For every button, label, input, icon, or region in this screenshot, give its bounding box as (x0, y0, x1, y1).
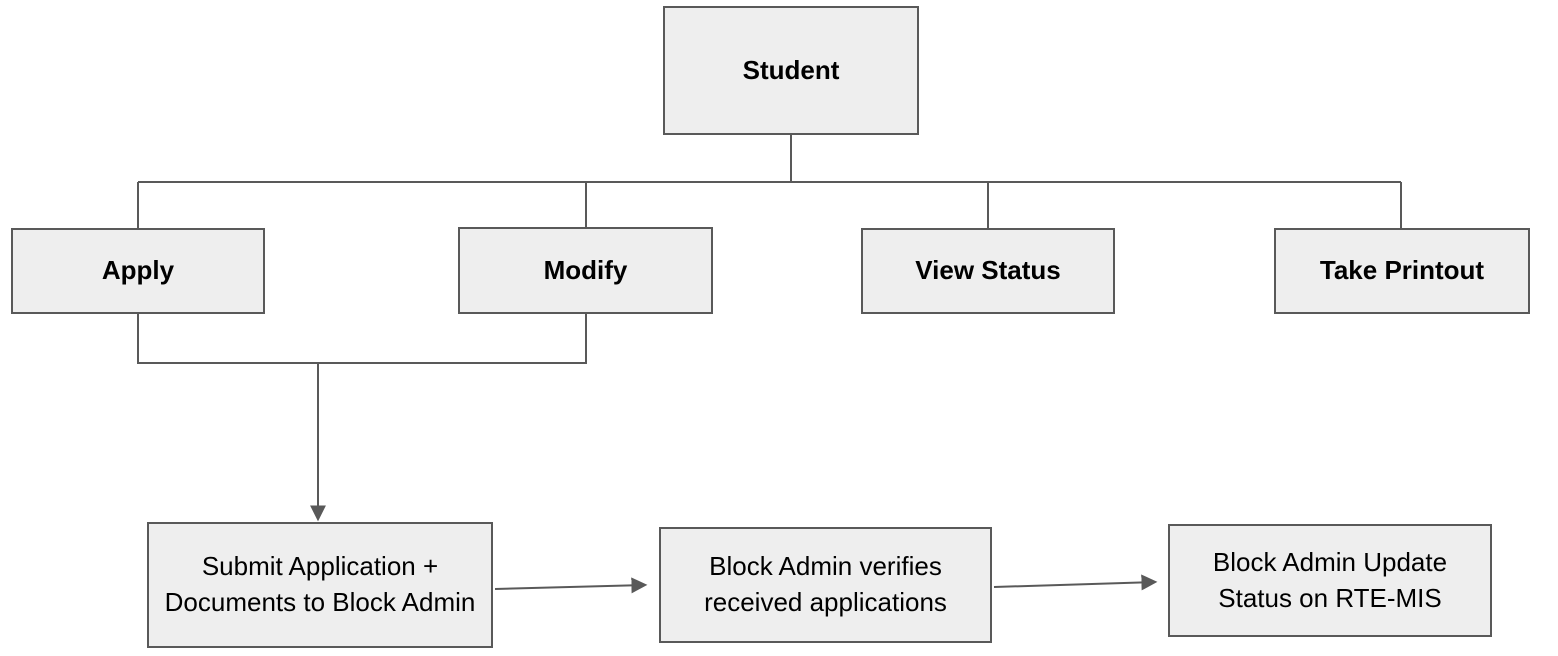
connector-arrow-submit-verify (494, 577, 648, 594)
node-block-admin-verifies: Block Admin verifies received applicatio… (659, 527, 992, 643)
node-submit-application-label: Submit Application + Documents to Block … (164, 551, 476, 617)
node-take-printout-label: Take Printout (1319, 255, 1485, 286)
node-modify-label: Modify (543, 254, 628, 285)
node-block-admin-update-label: Block Admin Update Status on RTE-MIS (1212, 546, 1448, 613)
node-submit-application: Submit Application + Documents to Block … (147, 522, 493, 648)
node-view-status: View Status (861, 228, 1115, 314)
node-block-admin-verifies-label: Block Admin verifies received applicatio… (704, 551, 947, 617)
node-block-admin-update: Block Admin Update Status on RTE-MIS (1168, 524, 1492, 637)
connector-merge-apply-modify (137, 314, 587, 364)
node-student: Student (663, 6, 919, 135)
node-view-status-label: View Status (915, 255, 1061, 286)
node-take-printout: Take Printout (1274, 228, 1530, 314)
node-modify: Modify (458, 227, 713, 314)
node-apply-label: Apply (101, 255, 175, 286)
connector-arrow-verify-update (993, 574, 1158, 591)
node-student-label: Student (742, 54, 840, 85)
node-apply: Apply (11, 228, 265, 314)
